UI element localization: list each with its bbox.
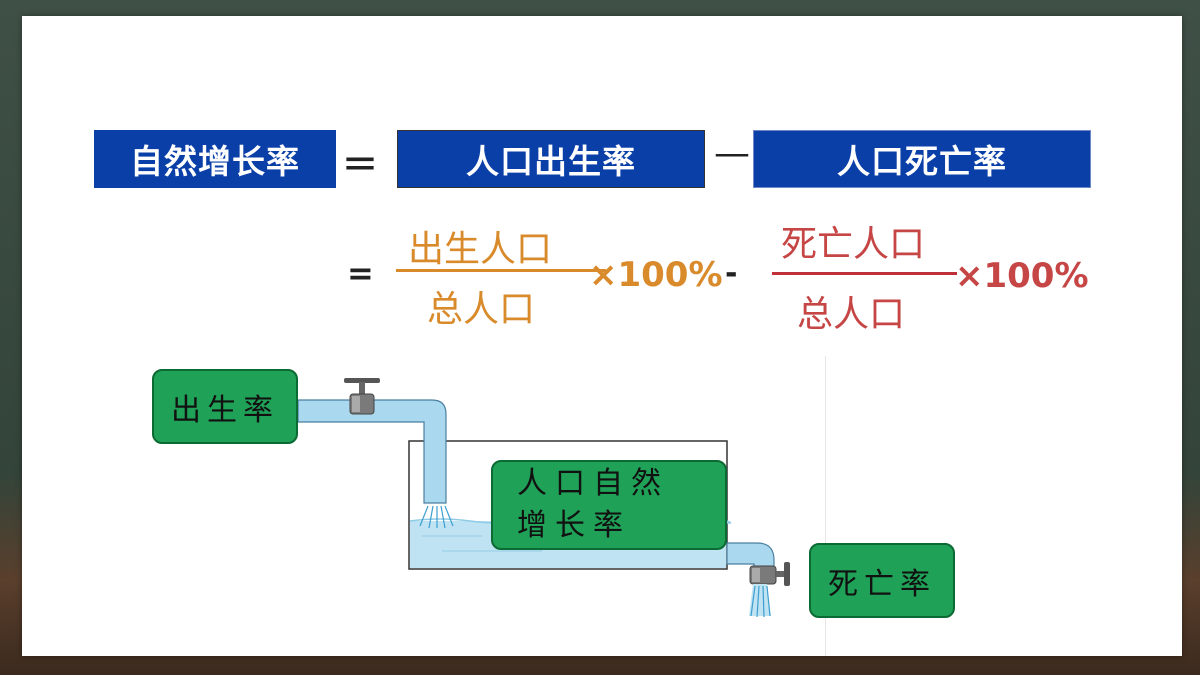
slide-canvas: 自然增长率 ＝ 人口出生率 — 人口死亡率 = 出生人口 总人口 ×100% -…	[22, 16, 1182, 656]
minus-sign: —	[714, 133, 750, 174]
divider-line	[825, 356, 826, 656]
tank-outline	[408, 440, 728, 570]
death-denominator: 总人口	[797, 294, 906, 335]
inlet-birth-rate-label: 出生率	[152, 369, 298, 444]
faucet-icon	[344, 378, 380, 415]
death-fraction-line	[772, 272, 957, 275]
outlet-pipe	[726, 542, 775, 569]
birth-rate-box: 人口出生率	[397, 130, 705, 188]
outlet-water-stream-icon	[749, 584, 771, 618]
natural-growth-rate-box: 自然增长率	[94, 130, 336, 188]
birth-numerator: 出生人口	[408, 229, 553, 270]
tank-growth-rate-label: 人口自然 增长率	[491, 460, 727, 550]
faucet-icon	[749, 562, 790, 586]
death-multiplier: ×100%	[955, 256, 1089, 296]
tank-label-line2: 增长率	[517, 508, 631, 543]
tank-label-line1: 人口自然	[517, 466, 669, 501]
outlet-death-rate-label: 死亡率	[809, 543, 955, 618]
death-numerator: 死亡人口	[781, 224, 926, 265]
equals-sign-2: =	[347, 254, 374, 292]
birth-multiplier: ×100%	[589, 255, 723, 295]
inlet-water-stream-icon	[419, 505, 454, 529]
birth-denominator: 总人口	[427, 289, 536, 330]
death-rate-box: 人口死亡率	[753, 130, 1091, 188]
birth-fraction-line	[396, 269, 606, 272]
inlet-pipe	[297, 399, 447, 504]
water-tank-diagram	[297, 378, 790, 618]
equals-sign: ＝	[342, 145, 379, 186]
minus-sign-2: -	[725, 256, 738, 291]
